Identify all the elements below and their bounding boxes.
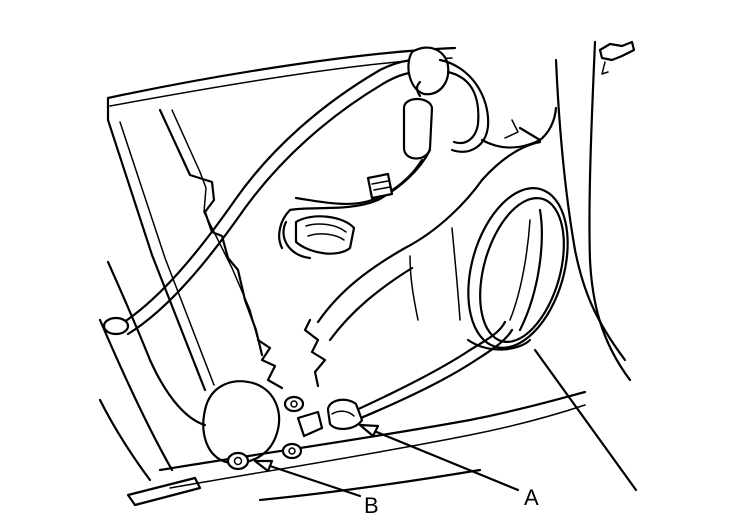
bolt-b: [226, 451, 250, 471]
window-frame: [106, 46, 457, 392]
access-hole: [202, 380, 281, 464]
connector-a: [326, 398, 364, 430]
pointer-a-arrow: [358, 423, 380, 438]
pointer-b-line: [256, 460, 362, 498]
mounting-hardware: [281, 395, 324, 460]
callout-a-label: A: [524, 485, 539, 510]
wire-harness: [102, 46, 558, 336]
mount-clip: [296, 410, 324, 438]
mount-nut: [281, 442, 303, 460]
small-connector: [366, 172, 394, 200]
callout-b-label: B: [364, 493, 379, 518]
inner-frame: [256, 140, 542, 390]
top-clip: [598, 40, 636, 75]
main-connector: [282, 215, 356, 260]
door-edge-line: [533, 348, 638, 492]
pointer-a-line: [360, 424, 520, 492]
speaker-wire: [350, 320, 514, 422]
speaker: [466, 187, 569, 351]
mount-nut: [283, 395, 305, 413]
pointer-b-arrow: [253, 459, 274, 473]
pointer-lines: [253, 348, 638, 498]
grommet: [102, 316, 130, 336]
